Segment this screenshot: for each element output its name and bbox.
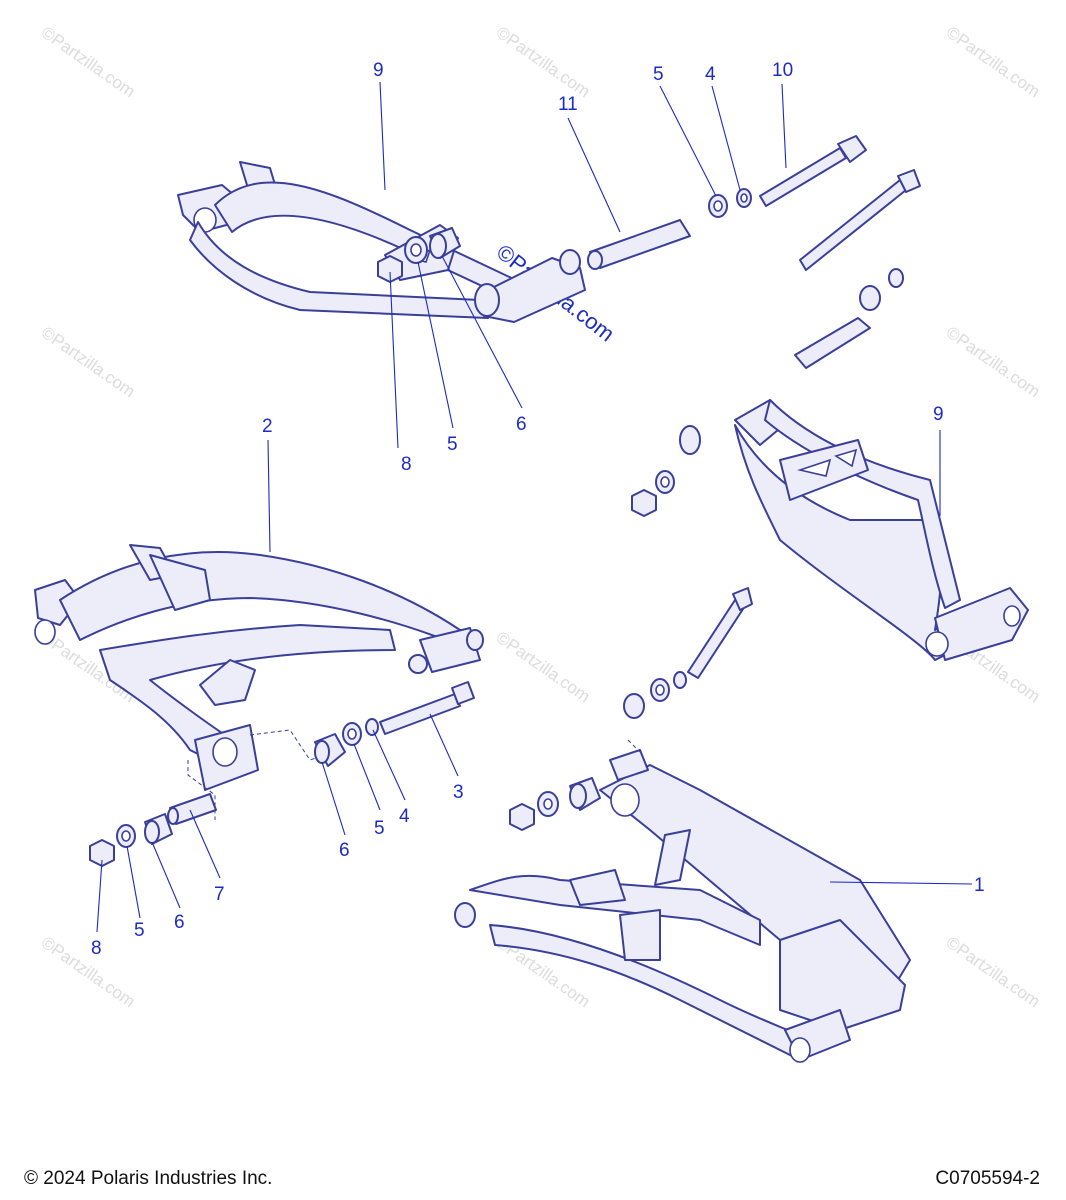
callout-4-top: 4 — [705, 64, 716, 85]
callout-9-top: 9 — [373, 60, 384, 81]
callout-10: 10 — [772, 60, 793, 81]
upper-a-arm-right — [631, 169, 1029, 661]
callout-3: 3 — [453, 782, 464, 803]
callout-5-bottom: 5 — [134, 920, 145, 941]
callout-2: 2 — [262, 416, 273, 437]
callout-1: 1 — [974, 875, 985, 896]
callout-4-mid: 4 — [399, 806, 410, 827]
bottom-left-hardware — [89, 793, 217, 867]
callout-11: 11 — [558, 94, 578, 115]
watermark: ©Partzilla.com — [943, 933, 1044, 1012]
watermark: ©Partzilla.com — [38, 933, 139, 1012]
leader-lines — [96, 81, 973, 933]
callout-6-mid: 6 — [339, 840, 350, 861]
watermark: ©Partzilla.com — [493, 628, 594, 707]
callouts: 9 11 5 4 10 8 5 6 2 9 3 4 5 6 7 6 5 8 1 — [91, 60, 985, 959]
drawing-id: C0705594-2 — [935, 1168, 1040, 1189]
callout-5-mid: 5 — [447, 434, 458, 455]
watermark: ©Partzilla.com — [38, 23, 139, 102]
watermark: ©Partzilla.com — [943, 323, 1044, 402]
watermark: ©Partzilla.com — [943, 23, 1044, 102]
top-hardware — [587, 135, 867, 270]
lower-a-arm-right — [454, 587, 911, 1063]
watermarks: ©Partzilla.com ©Partzilla.com ©Partzilla… — [38, 23, 1044, 1012]
callout-6-top: 6 — [516, 414, 527, 435]
callout-8-bottom: 8 — [91, 938, 102, 959]
callout-7: 7 — [214, 884, 225, 905]
top-left-hardware — [377, 227, 461, 283]
middle-hardware — [314, 681, 475, 767]
watermark: ©Partzilla.com — [493, 23, 594, 102]
callout-8-top: 8 — [401, 454, 412, 475]
copyright-text: © 2024 Polaris Industries Inc. — [24, 1168, 273, 1189]
callout-6-bottom: 6 — [174, 912, 185, 933]
callout-5-lower: 5 — [374, 818, 385, 839]
upper-a-arm-top — [177, 161, 586, 323]
callout-9-right: 9 — [933, 404, 944, 425]
callout-5-top: 5 — [653, 64, 664, 85]
watermark: ©Partzilla.com — [38, 323, 139, 402]
